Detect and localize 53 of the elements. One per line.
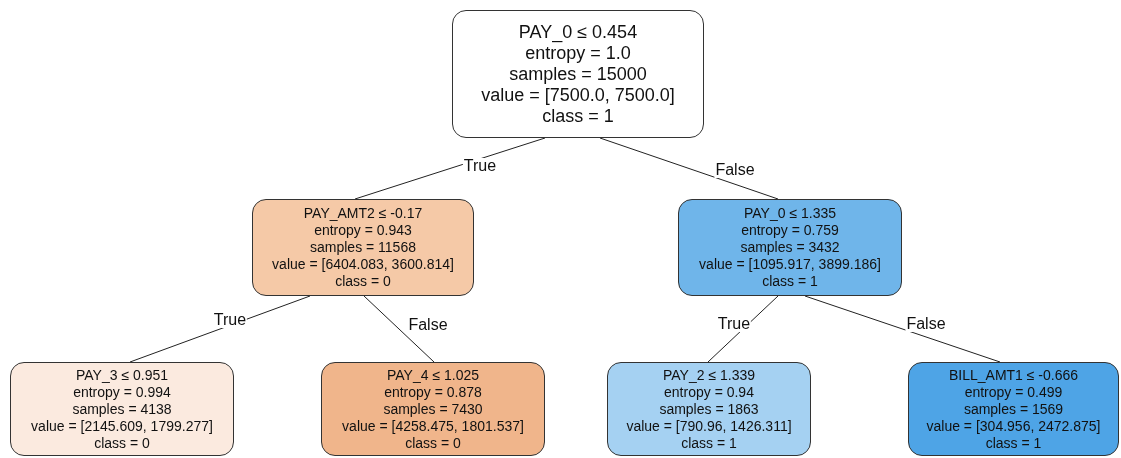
node-text-line: PAY_3 ≤ 0.951	[76, 366, 168, 384]
node-text-line: value = [7500.0, 7500.0]	[481, 84, 675, 106]
node-text-line: samples = 3432	[740, 239, 840, 256]
connector-line	[363, 295, 435, 363]
node-text-line: class = 1	[681, 434, 737, 452]
node-text-line: samples = 1863	[659, 400, 759, 418]
node-text-line: samples = 11568	[310, 239, 416, 256]
node-text-line: class = 0	[405, 434, 461, 452]
node-text-line: value = [790.96, 1426.311]	[626, 417, 792, 435]
node-text-line: entropy = 0.759	[741, 222, 839, 239]
tree-node-box	[10, 362, 234, 456]
node-text-line: entropy = 1.0	[525, 42, 631, 64]
connector-line	[707, 295, 779, 363]
edge-label: False	[407, 317, 449, 333]
node-text-line: samples = 7430	[383, 400, 483, 418]
node-text-line: entropy = 0.943	[314, 222, 412, 239]
tree-node-box	[452, 10, 704, 138]
edge-label: False	[714, 162, 756, 178]
tree-node-box	[321, 362, 545, 456]
node-text-line: class = 1	[542, 105, 614, 127]
node-text-line: BILL_AMT1 ≤ -0.666	[948, 366, 1079, 384]
node-text-line: value = [6404.083, 3600.814]	[272, 256, 454, 273]
edge-label: True	[212, 312, 248, 328]
connector-line	[804, 295, 1001, 363]
connector-line	[354, 137, 546, 200]
tree-node-box	[252, 199, 474, 296]
node-text-line: value = [304.956, 2472.875]	[926, 417, 1101, 435]
node-text-line: PAY_0 ≤ 1.335	[744, 205, 836, 222]
node-text-line: PAY_2 ≤ 1.339	[663, 366, 755, 384]
edge-label: True	[716, 316, 752, 332]
node-text-line: samples = 4138	[72, 400, 172, 418]
node-text-line: value = [4258.475, 1801.537]	[342, 417, 524, 435]
connector-line	[599, 137, 779, 200]
node-text-line: entropy = 0.878	[384, 383, 482, 401]
node-text-line: entropy = 0.994	[73, 383, 171, 401]
node-text-line: class = 0	[335, 273, 391, 290]
node-text-line: value = [1095.917, 3899.186]	[699, 256, 881, 273]
node-text-line: samples = 15000	[509, 63, 647, 85]
tree-node-box	[908, 362, 1119, 456]
tree-node-box	[607, 362, 811, 456]
node-text-line: class = 0	[94, 434, 150, 452]
node-text-line: PAY_4 ≤ 1.025	[387, 366, 479, 384]
node-text-line: PAY_AMT2 ≤ -0.17	[303, 205, 423, 222]
node-text-line: class = 1	[762, 273, 818, 290]
node-text-line: entropy = 0.499	[964, 383, 1063, 401]
edge-label: True	[462, 158, 498, 174]
edge-label: False	[905, 316, 947, 332]
node-text-line: class = 1	[985, 434, 1042, 452]
node-text-line: entropy = 0.94	[664, 383, 754, 401]
node-text-line: value = [2145.609, 1799.277]	[31, 417, 213, 435]
node-text-line: samples = 1569	[963, 400, 1064, 418]
tree-node-box	[678, 199, 902, 296]
node-text-line: PAY_0 ≤ 0.454	[518, 21, 638, 43]
